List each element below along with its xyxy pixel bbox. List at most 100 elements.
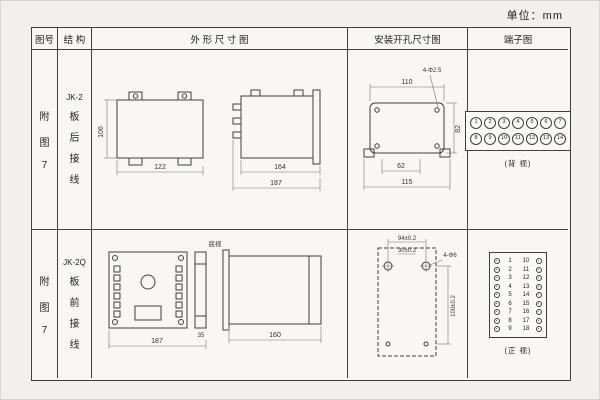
wiring-char: 板 (69, 112, 80, 123)
terminal-dot-icon (536, 300, 542, 307)
terminal-number: 18 (522, 326, 530, 332)
fig-char: 图 (39, 138, 50, 149)
terminal-pin: 3 (498, 116, 510, 129)
dim-front-width: 187 (151, 338, 163, 345)
view-label: 底视 (208, 239, 222, 248)
dim-total-depth: 187 (270, 180, 282, 187)
terminal-number: 11 (522, 266, 530, 273)
terminal-pin: 6 (540, 116, 552, 129)
terminal-pin: 13 (540, 132, 552, 145)
dim-front-width: 122 (154, 164, 166, 171)
wiring-char: 板 (69, 276, 80, 288)
terminal-dot-icon (536, 309, 542, 315)
row1-fig-no: 附 图 7 (32, 50, 58, 230)
spec-table: 图号 结 构 外 形 尺 寸 图 安装开孔尺寸图 端子图 附 图 7 JK-2 … (31, 27, 571, 381)
terminal-number: 17 (522, 317, 530, 324)
terminal-number: 4 (508, 283, 512, 290)
terminal-number: 9 (508, 326, 512, 332)
front-view (108, 251, 187, 329)
install-drawing-jk2q: 94±0.2 30±0.2 4-Φ6 100±0.2 (377, 236, 457, 357)
header-install: 安装开孔尺寸图 (348, 28, 468, 50)
terminal-dot-icon (536, 283, 542, 290)
side-view (222, 249, 321, 331)
install-dim-lines (363, 74, 457, 190)
unit-label: 单位：mm (506, 10, 563, 22)
row1-install-drawing: 110 4-Φ2.5 82 62 115 (348, 50, 468, 230)
terminal-pin: 11 (512, 132, 524, 145)
dim-side-depth: 164 (274, 164, 286, 171)
terminal-dot-icon (536, 292, 542, 298)
terminal-number: 14 (522, 292, 530, 298)
view-caption-front: (正 视) (504, 346, 532, 355)
terminal-pin: 9 (484, 132, 496, 145)
fig-char: 附 (39, 276, 50, 288)
wiring-char: 接 (69, 154, 80, 165)
fig-no-text: 附 图 7 (40, 273, 50, 336)
model-label: JK-2 (66, 93, 83, 102)
fig-char: 附 (39, 112, 50, 123)
terminal-number: 10 (522, 258, 530, 264)
terminal-number: 15 (522, 300, 530, 307)
terminal-dot-icon (494, 275, 500, 281)
terminal-pair: 1 10 (494, 258, 542, 264)
terminal-dot-icon (494, 266, 500, 273)
terminal-dot-icon (536, 317, 542, 324)
dim-top-width: 110 (401, 79, 412, 86)
terminal-number: 16 (522, 309, 530, 315)
dim-strip: 35 (197, 333, 204, 339)
terminal-row-bottom: 8 9 10 11 12 13 14 (470, 132, 566, 145)
panel-outline (377, 247, 436, 357)
fig-char: 7 (41, 324, 48, 336)
terminal-pair: 7 16 (494, 309, 542, 315)
terminal-dot-icon (536, 258, 542, 264)
terminal-box-rear: 1 2 3 4 5 6 7 8 9 10 11 12 13 14 (465, 110, 571, 151)
front-dim-lines (103, 99, 203, 175)
terminal-dot-icon (494, 317, 500, 324)
row1-terminal-diagram: 1 2 3 4 5 6 7 8 9 10 11 12 13 14 (背 视) (465, 50, 571, 230)
wiring-char: 后 (69, 133, 80, 144)
terminal-dot-icon (536, 275, 542, 281)
view-caption-rear: (背 视) (504, 158, 532, 168)
terminal-dot-icon (494, 258, 500, 264)
terminal-number: 6 (508, 300, 512, 307)
outline-drawing-jk2q: 底视 35 187 160 (108, 239, 321, 349)
install-drawing-jk2: 110 4-Φ2.5 82 62 115 (363, 68, 462, 190)
row2-fig-no: 附 图 7 (32, 230, 58, 378)
terminal-number: 5 (508, 292, 512, 298)
terminal-pin: 10 (498, 132, 510, 145)
row2-outline-drawing: 底视 35 187 160 (92, 230, 348, 378)
terminal-dot-icon (536, 326, 542, 332)
terminal-number: 12 (522, 275, 530, 281)
fig-char: 7 (41, 160, 48, 171)
terminal-pair: 8 17 (494, 317, 542, 324)
side-dim-lines (232, 139, 320, 191)
strip-view (194, 251, 206, 329)
row2-install-drawing: 94±0.2 30±0.2 4-Φ6 100±0.2 (348, 230, 468, 378)
wiring-char: 线 (69, 175, 80, 186)
crosshairs (381, 239, 451, 345)
wiring-char: 接 (69, 318, 80, 330)
terminal-dot-icon (494, 292, 500, 298)
side-view (232, 89, 320, 164)
holes-label: 4-Φ2.5 (422, 68, 441, 74)
row1-structure: JK-2 板 后 接 线 (58, 50, 92, 230)
row1-outline-drawing: 106 122 164 187 (92, 50, 348, 230)
terminal-pin: 12 (526, 132, 538, 145)
dim-bottom-width: 115 (401, 179, 412, 186)
terminal-number: 7 (508, 309, 512, 315)
dim-right-height: 82 (455, 125, 462, 133)
terminal-number: 8 (508, 317, 512, 324)
fig-char: 图 (39, 302, 50, 314)
terminal-number: 1 (508, 258, 512, 264)
terminal-dot-icon (494, 283, 500, 290)
dim-height: 106 (98, 126, 105, 138)
fig-no-text: 附 图 7 (40, 108, 50, 171)
terminal-pin: 1 (470, 116, 482, 129)
front-dim-lines (108, 330, 206, 349)
terminal-pin: 2 (484, 116, 496, 129)
dim-bottom-inner: 62 (397, 163, 405, 170)
